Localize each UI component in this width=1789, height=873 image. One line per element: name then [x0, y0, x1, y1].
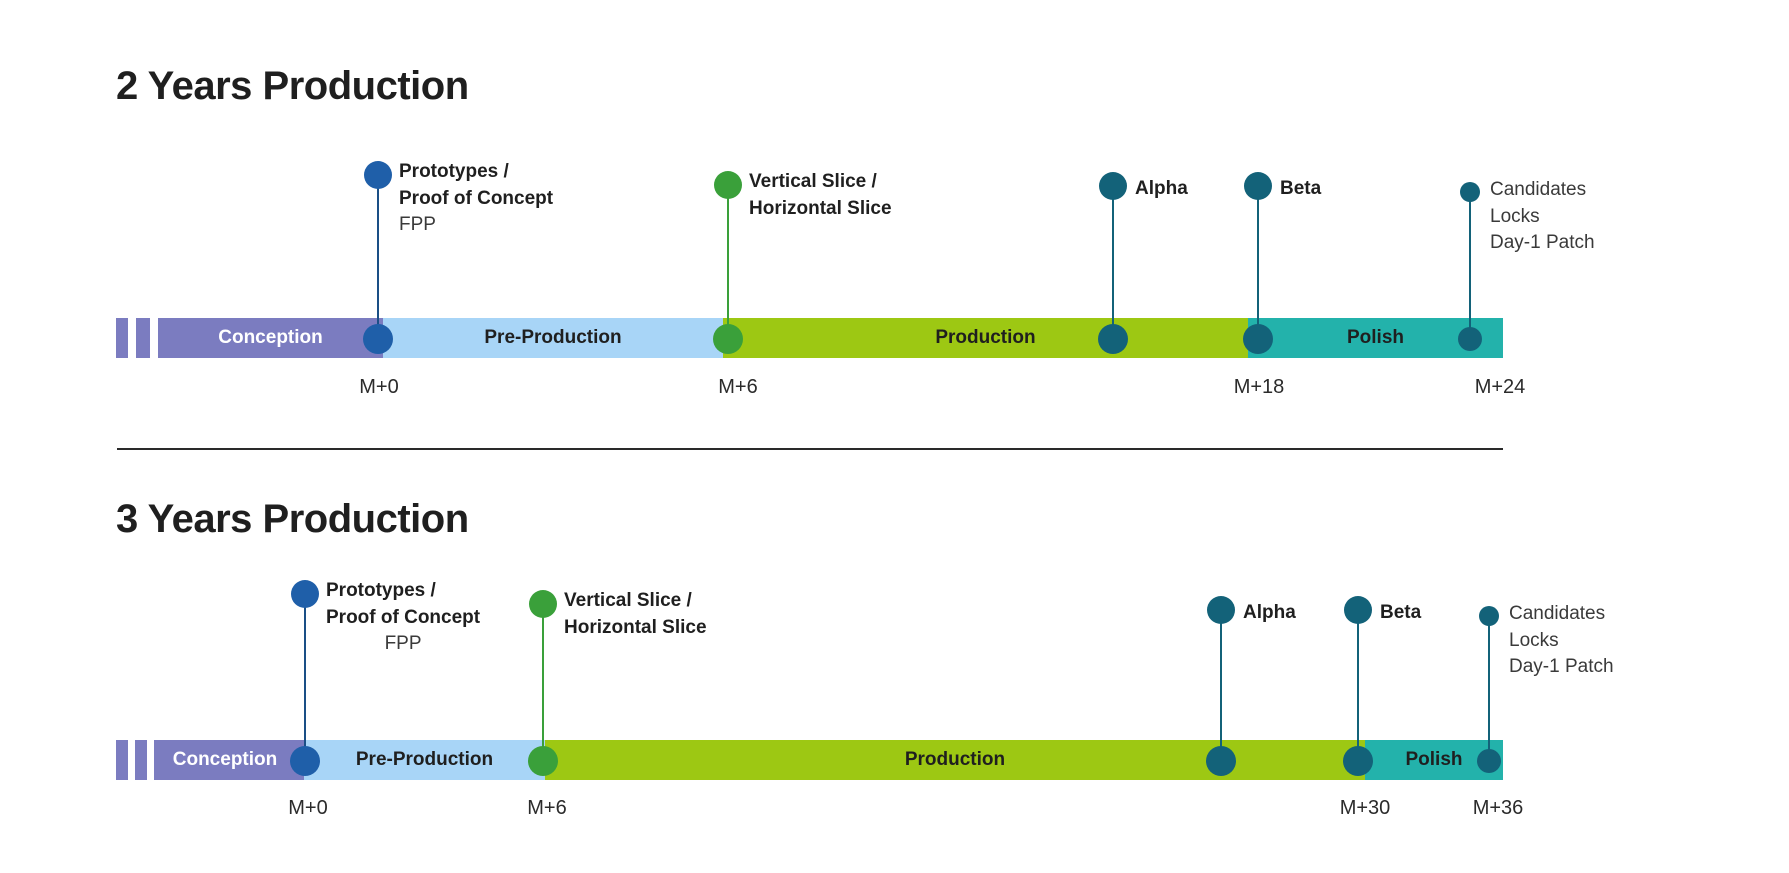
- lead-tick: [116, 740, 128, 780]
- milestone-line: Vertical Slice /: [564, 590, 692, 611]
- phase-label: Production: [935, 327, 1036, 348]
- milestone-dot-anchor: [1343, 746, 1373, 776]
- lead-tick: [116, 318, 128, 358]
- milestone-line: Beta: [1280, 178, 1322, 199]
- lead-tick: [135, 740, 147, 780]
- milestone-dot[interactable]: [364, 161, 392, 189]
- milestone-stem: [377, 175, 379, 340]
- milestone-dot[interactable]: [1099, 172, 1127, 200]
- milestone-stem: [304, 594, 306, 762]
- milestone-dot-anchor: [1098, 324, 1128, 354]
- milestone-stem: [1220, 610, 1222, 762]
- milestone-line: Prototypes /: [326, 580, 436, 601]
- milestone-line: Horizontal Slice: [564, 616, 707, 638]
- phase-pre-production[interactable]: Pre-Production: [304, 740, 545, 780]
- milestone-label-prototypes: Prototypes / Proof of Concept FPP: [326, 578, 480, 658]
- milestone-line: Candidates: [1490, 179, 1587, 200]
- milestone-line: Day-1 Patch: [1509, 656, 1614, 678]
- phase-label: Production: [904, 749, 1006, 770]
- phase-label: Polish: [1346, 327, 1404, 348]
- lead-gap: [128, 740, 135, 780]
- milestone-dot[interactable]: [1479, 606, 1499, 626]
- section-title-2-years: 2 Years Production: [116, 64, 469, 108]
- milestone-label-alpha: Alpha: [1135, 176, 1188, 203]
- section-title-3-years: 3 Years Production: [116, 497, 469, 541]
- section-divider: [117, 448, 1503, 450]
- phase-conception[interactable]: Conception: [154, 740, 304, 780]
- month-tick-m18-2y: M+18: [1233, 376, 1285, 398]
- milestone-stem: [1112, 186, 1114, 340]
- milestone-stem: [542, 604, 544, 762]
- milestone-label-beta: Beta: [1280, 176, 1321, 203]
- milestone-label-vertical-slice: Vertical Slice / Horizontal Slice: [564, 588, 707, 641]
- milestone-dot-anchor: [1243, 324, 1273, 354]
- month-tick-m24-2y: M+24: [1474, 376, 1526, 398]
- milestone-label-candidates: Candidates Locks Day-1 Patch: [1509, 601, 1614, 681]
- milestone-line: FPP: [399, 214, 436, 236]
- lead-gap: [147, 740, 154, 780]
- phase-label: Polish: [1405, 749, 1463, 770]
- phase-label: Pre-Production: [355, 749, 494, 770]
- timeline-bar-2-years: Conception Pre-Production Production Pol…: [158, 318, 1503, 358]
- milestone-line: Alpha: [1243, 602, 1296, 623]
- month-tick-m30-3y: M+30: [1339, 797, 1391, 819]
- milestone-label-prototypes: Prototypes / Proof of Concept FPP: [399, 159, 553, 239]
- milestone-line: Day-1 Patch: [1490, 232, 1595, 254]
- milestone-line: Horizontal Slice: [749, 197, 892, 219]
- milestone-dot[interactable]: [714, 171, 742, 199]
- milestone-dot-anchor: [1206, 746, 1236, 776]
- milestone-dot-anchor: [290, 746, 320, 776]
- milestone-dot-anchor: [363, 324, 393, 354]
- month-tick-m0-2y: M+0: [359, 376, 399, 398]
- milestone-dot-anchor: [1458, 327, 1482, 351]
- phase-conception[interactable]: Conception: [158, 318, 383, 358]
- milestone-dot[interactable]: [291, 580, 319, 608]
- milestone-line: FPP: [384, 633, 422, 655]
- milestone-stem: [1257, 186, 1259, 340]
- month-tick-m0-3y: M+0: [288, 797, 328, 819]
- milestone-line: Locks: [1509, 629, 1559, 651]
- milestone-stem: [1488, 616, 1490, 762]
- milestone-dot[interactable]: [529, 590, 557, 618]
- milestone-line: Proof of Concept: [326, 606, 481, 628]
- milestone-dot[interactable]: [1460, 182, 1480, 202]
- milestone-dot[interactable]: [1344, 596, 1372, 624]
- milestone-label-candidates: Candidates Locks Day-1 Patch: [1490, 177, 1595, 257]
- phase-label: Pre-Production: [484, 327, 622, 348]
- month-tick-m6-3y: M+6: [527, 797, 567, 819]
- milestone-dot-anchor: [713, 324, 743, 354]
- milestone-line: Vertical Slice /: [749, 171, 877, 192]
- phase-label: Conception: [218, 327, 323, 348]
- milestone-line: Candidates: [1509, 603, 1606, 624]
- milestone-dot-anchor: [1477, 749, 1501, 773]
- milestone-line: Proof of Concept: [399, 187, 554, 209]
- phase-pre-production[interactable]: Pre-Production: [383, 318, 723, 358]
- milestone-line: Beta: [1380, 602, 1422, 623]
- month-tick-m36-3y: M+36: [1472, 797, 1524, 819]
- milestone-dot[interactable]: [1207, 596, 1235, 624]
- lead-gap: [150, 318, 158, 358]
- milestone-label-vertical-slice: Vertical Slice / Horizontal Slice: [749, 169, 892, 222]
- milestone-line: Prototypes /: [399, 161, 509, 182]
- milestone-stem: [1357, 610, 1359, 762]
- milestone-dot-anchor: [528, 746, 558, 776]
- phase-production[interactable]: Production: [545, 740, 1365, 780]
- milestone-stem: [727, 185, 729, 340]
- month-tick-m6-2y: M+6: [718, 376, 758, 398]
- lead-gap: [128, 318, 136, 358]
- milestone-line: Alpha: [1135, 178, 1188, 199]
- milestone-stem: [1469, 192, 1471, 340]
- timeline-lead-ticks-2y: [116, 318, 158, 358]
- phase-production[interactable]: Production: [723, 318, 1248, 358]
- milestone-label-beta: Beta: [1380, 600, 1421, 627]
- timeline-lead-ticks-3y: [116, 740, 154, 780]
- milestone-line: Locks: [1490, 205, 1540, 227]
- lead-tick: [136, 318, 150, 358]
- milestone-label-alpha: Alpha: [1243, 600, 1296, 627]
- milestone-dot[interactable]: [1244, 172, 1272, 200]
- phase-label: Conception: [172, 749, 278, 770]
- timeline-bar-3-years: Conception Pre-Production Production Pol…: [154, 740, 1503, 780]
